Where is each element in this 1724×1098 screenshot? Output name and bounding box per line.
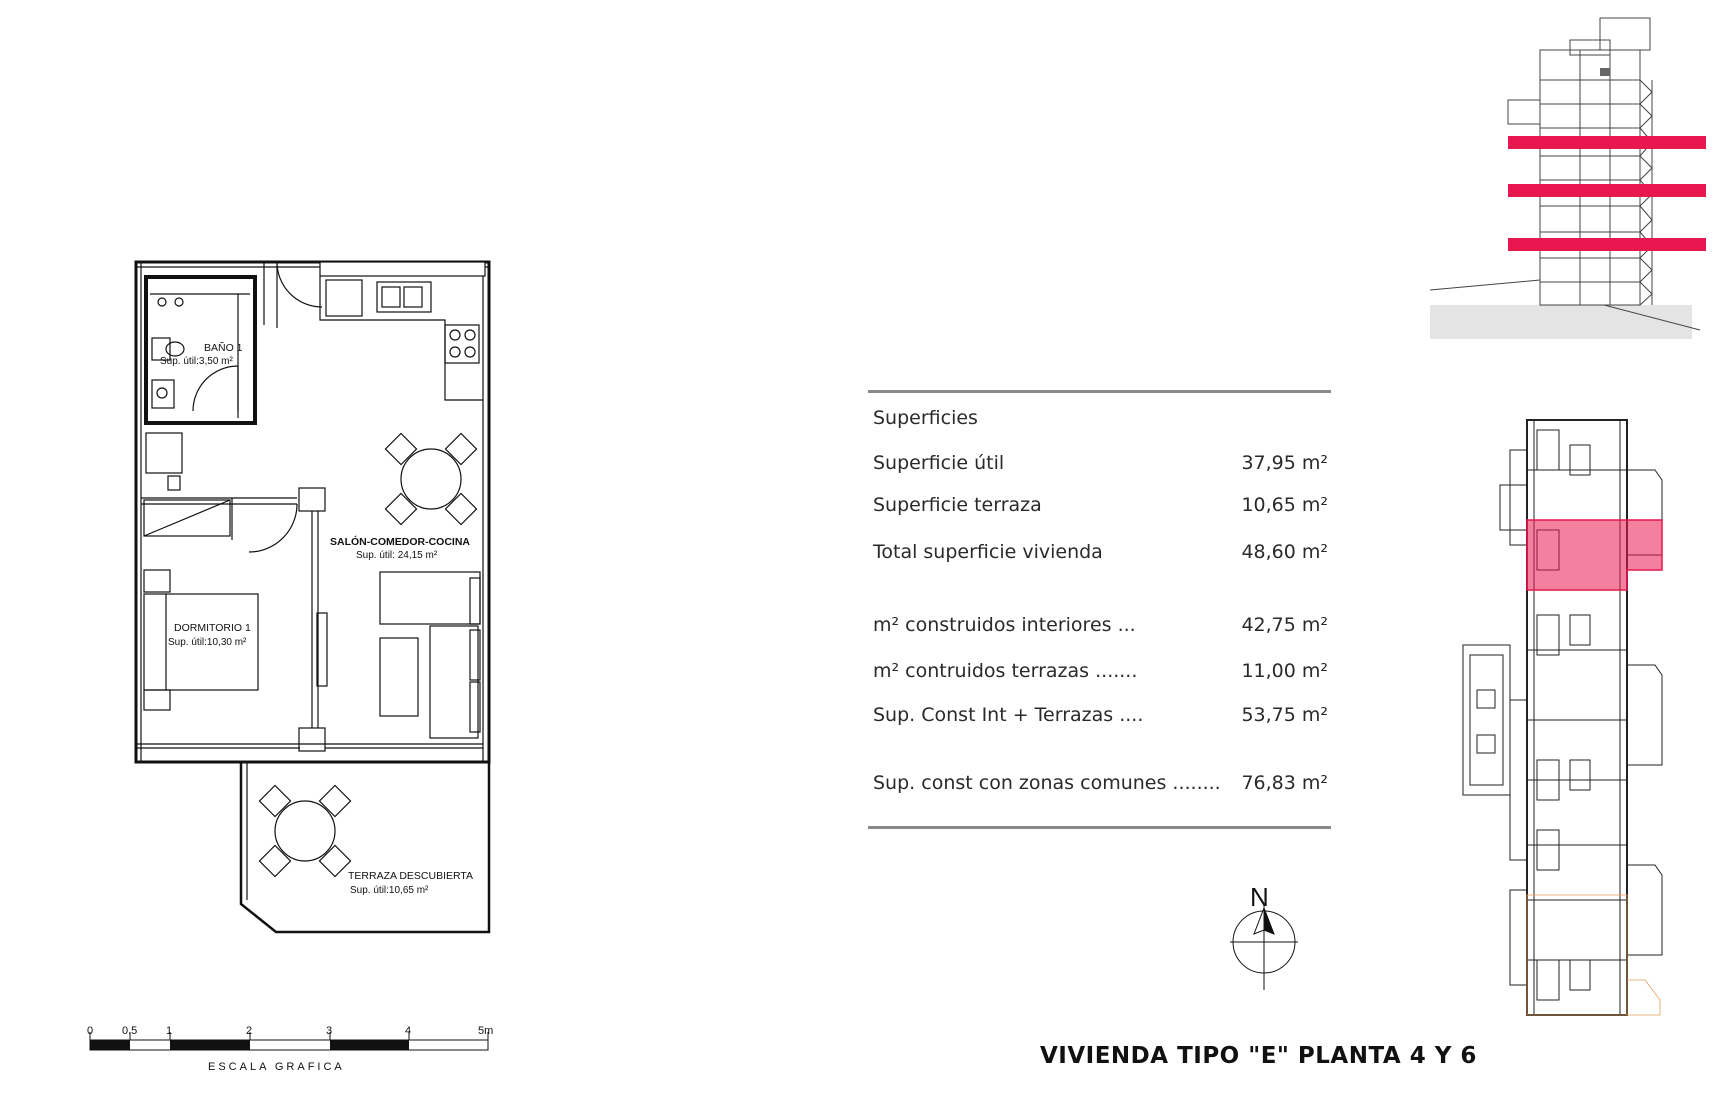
areas-row-label: m² construidos interiores ...: [873, 614, 1136, 636]
scale-tick-0: 0: [87, 1025, 93, 1037]
key-plan: [1462, 419, 1663, 1016]
floor-highlight-bar-3: [1508, 238, 1706, 251]
scale-tick-3: 2: [246, 1025, 252, 1037]
scale-tick-6: 5m: [478, 1025, 493, 1037]
room-area-dormitorio: Sup. útil:10,30 m²: [168, 637, 247, 648]
bathroom-walls: [144, 275, 257, 425]
scale-title: ESCALA GRAFICA: [208, 1061, 345, 1073]
areas-row-value: 42,75 m²: [1241, 614, 1328, 636]
floor-plan: [134, 260, 491, 934]
areas-row-label: m² contruidos terrazas .......: [873, 660, 1138, 682]
areas-heading-label: Superficies: [873, 407, 978, 429]
table-bottom-rule: [868, 826, 1331, 829]
floor-highlight-bar-1: [1508, 136, 1706, 149]
highlighted-unit: [1526, 519, 1663, 591]
scale-tick-1: 0.5: [122, 1025, 137, 1037]
areas-row-value: 76,83 m²: [1241, 772, 1328, 794]
areas-row-value: 11,00 m²: [1241, 660, 1328, 682]
room-area-terraza: Sup. útil:10,65 m²: [350, 885, 429, 896]
areas-row-value: 10,65 m²: [1241, 494, 1328, 516]
building-elevation: [1429, 17, 1701, 339]
areas-row-label: Sup. const con zonas comunes ........: [873, 772, 1221, 794]
scale-tick-5: 4: [405, 1025, 411, 1037]
compass-icon: [1230, 904, 1298, 990]
scale-bar: 0 0.5 1 2 3 4 5m ESCALA GRAFICA: [87, 1025, 493, 1073]
areas-row-label: Superficie útil: [873, 452, 1005, 474]
compass-north-label: N: [1250, 882, 1269, 912]
areas-row-value: 48,60 m²: [1241, 541, 1328, 563]
areas-table: Superficies Superficie útil 37,95 m² Sup…: [868, 384, 1331, 834]
room-label-salon: SALÓN-COMEDOR-COCINA: [330, 535, 470, 548]
room-label-bano: BAÑO 1: [204, 341, 243, 354]
areas-row-value: 37,95 m²: [1241, 452, 1328, 474]
scale-tick-2: 1: [166, 1025, 172, 1037]
areas-row-label: Total superficie vivienda: [873, 541, 1103, 563]
room-area-salon: Sup. útil: 24,15 m²: [356, 550, 438, 561]
areas-row-label: Superficie terraza: [873, 494, 1042, 516]
room-label-terraza: TERRAZA DESCUBIERTA: [348, 870, 473, 882]
areas-row-label: Sup. Const Int + Terrazas ....: [873, 704, 1144, 726]
room-label-dormitorio: DORMITORIO 1: [174, 622, 251, 634]
table-top-rule: [868, 390, 1331, 393]
scale-tick-4: 3: [326, 1025, 332, 1037]
room-area-bano: Sup. útil:3,50 m²: [160, 356, 233, 367]
areas-row-value: 53,75 m²: [1241, 704, 1328, 726]
plan-title: VIVIENDA TIPO "E" PLANTA 4 Y 6: [1040, 1043, 1477, 1069]
floor-highlight-bar-2: [1508, 184, 1706, 197]
